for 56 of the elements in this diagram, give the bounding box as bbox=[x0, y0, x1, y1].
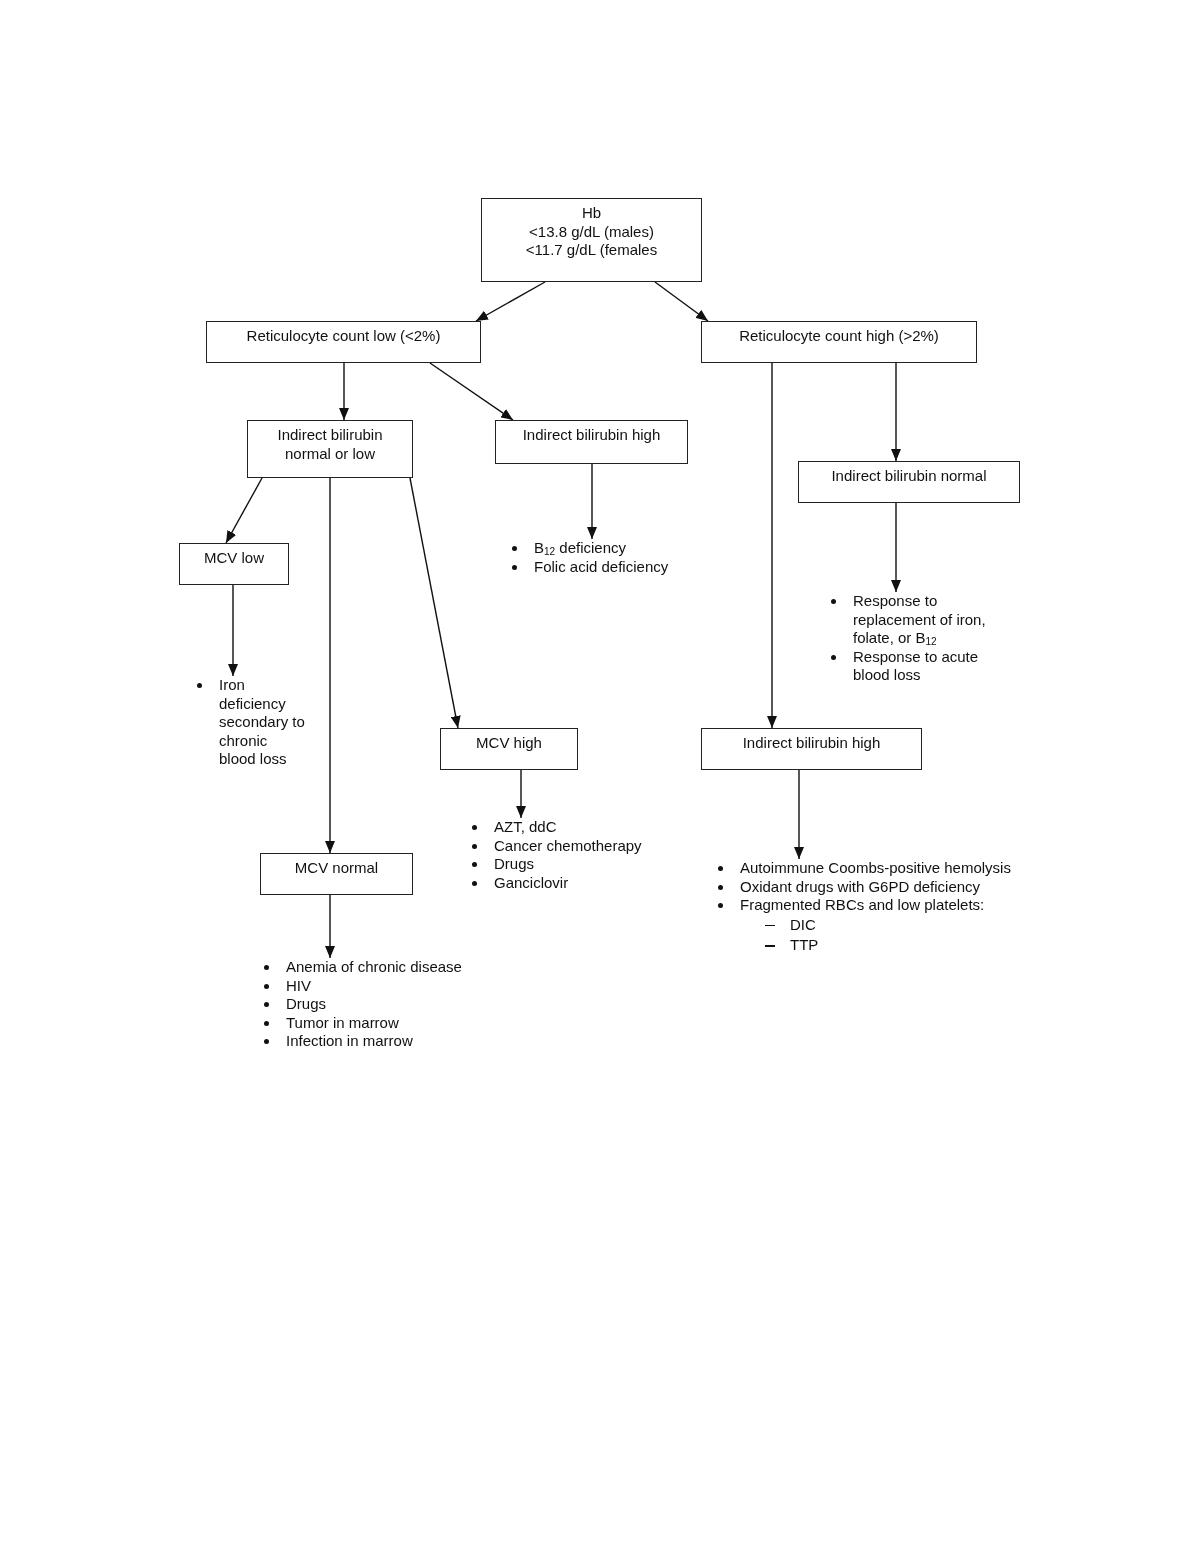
arrow bbox=[587, 463, 597, 540]
list-item-text: Iron deficiency secondary to chronic blood loss bbox=[219, 676, 306, 769]
box-label: MCV low bbox=[204, 549, 264, 568]
arrow bbox=[339, 362, 349, 421]
list-item-text: Drugs bbox=[494, 855, 534, 874]
arrow bbox=[891, 502, 901, 593]
arrow bbox=[891, 362, 901, 462]
process-box bbox=[798, 461, 1020, 503]
box-label: Indirect bilirubin normal or low bbox=[276, 426, 384, 463]
box-label: <13.8 g/dL (males) bbox=[529, 222, 654, 241]
box-label: Reticulocyte count low (<2%) bbox=[246, 327, 441, 346]
process-box bbox=[481, 198, 702, 282]
box-label: Indirect bilirubin high bbox=[742, 734, 881, 753]
arrow bbox=[516, 769, 526, 819]
arrow bbox=[794, 769, 804, 860]
list-item-text: Infection in marrow bbox=[286, 1032, 413, 1051]
list-item-text: Tumor in marrow bbox=[286, 1013, 399, 1032]
arrow bbox=[654, 281, 709, 322]
list-item-text: Ganciclovir bbox=[494, 873, 569, 892]
list-item-text: HIV bbox=[286, 976, 311, 995]
list-item-text: Response to acute blood loss bbox=[853, 647, 980, 685]
arrow bbox=[325, 477, 335, 854]
list-item-text: Cancer chemotherapy bbox=[494, 836, 642, 855]
process-box bbox=[701, 728, 922, 770]
arrow bbox=[225, 477, 263, 544]
list-item-text: AZT, ddC bbox=[494, 818, 557, 837]
process-box bbox=[247, 420, 413, 478]
box-label: MCV high bbox=[476, 734, 542, 753]
list-item-text: DIC bbox=[790, 914, 816, 935]
list-item-text: TTP bbox=[790, 935, 819, 955]
process-box bbox=[701, 321, 977, 363]
list-item-text: Anemia of chronic disease bbox=[286, 958, 462, 977]
arrow bbox=[325, 894, 335, 959]
arrow bbox=[475, 281, 546, 322]
arrow bbox=[429, 362, 514, 421]
box-label: MCV normal bbox=[294, 859, 379, 878]
box-label: <11.7 g/dL (females bbox=[525, 241, 658, 260]
process-box bbox=[260, 853, 413, 895]
list-item-text: Drugs bbox=[286, 995, 326, 1014]
list-item-text: B$_{12}$ deficiency bbox=[534, 539, 626, 558]
list-item-text: Autoimmune Coombs-positive hemolysis bbox=[740, 859, 1011, 878]
box-label: Reticulocyte count high (>2%) bbox=[739, 327, 939, 346]
list-item-text: Folic acid deficiency bbox=[534, 557, 669, 576]
list-item-text: Fragmented RBCs and low platelets: bbox=[740, 896, 985, 915]
process-box bbox=[440, 728, 578, 770]
list-item-text: Response to replacement of iron, folate, or B$_{12}$ bbox=[853, 592, 987, 648]
process-box bbox=[495, 420, 688, 464]
box-label: Indirect bilirubin normal bbox=[831, 467, 987, 486]
arrow bbox=[228, 584, 238, 677]
list-item-text: Oxidant drugs with G6PD deficiency bbox=[740, 877, 981, 896]
process-box bbox=[206, 321, 481, 363]
process-box bbox=[179, 543, 289, 585]
arrow bbox=[409, 477, 461, 729]
box-label: Indirect bilirubin high bbox=[522, 426, 661, 445]
arrow bbox=[767, 362, 777, 729]
box-label: Hb bbox=[581, 204, 602, 223]
